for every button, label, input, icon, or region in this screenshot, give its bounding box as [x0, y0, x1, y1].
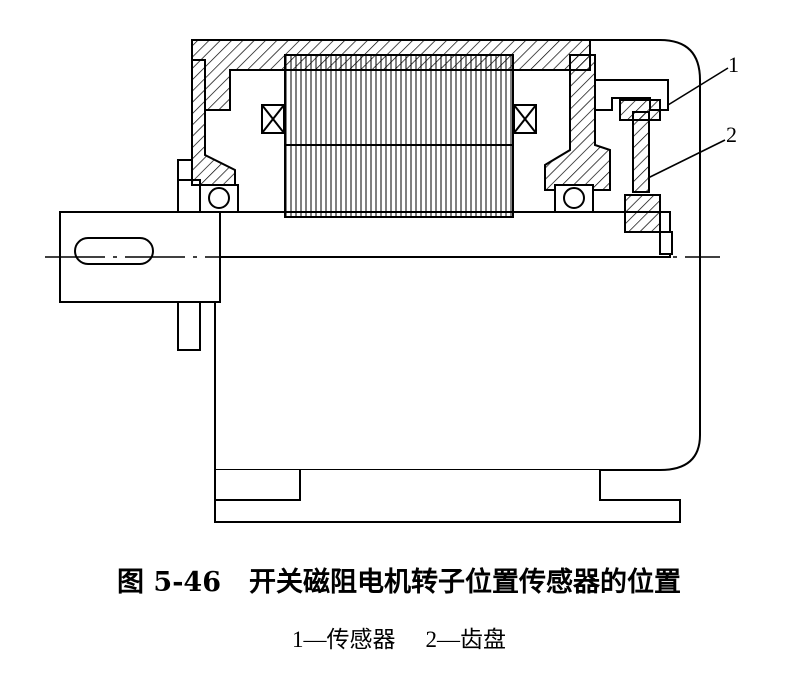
end-shield-left-hatched: [191, 59, 236, 186]
winding-left: [261, 104, 285, 134]
rotor-shaft: [219, 211, 671, 258]
figure-caption: 图 5-46 开关磁阻电机转子位置传感器的位置: [0, 560, 798, 599]
callout-1: 1: [728, 52, 739, 77]
leader-1: [667, 67, 729, 106]
bearing-left: [199, 184, 239, 213]
shaft-key: [74, 237, 154, 265]
motor-cross-section-diagram: 1 2: [45, 39, 739, 523]
legend-item-sensor: 1—传感器: [292, 627, 396, 652]
position-sensor: [594, 79, 669, 111]
winding-right: [513, 104, 537, 134]
motor-base: [214, 470, 681, 523]
rotor-core: [284, 144, 514, 218]
legend-item-toothed-disk: 2—齿盘: [425, 627, 507, 652]
figure-title: 开关磁阻电机转子位置传感器的位置: [248, 567, 681, 598]
bearing-right: [554, 184, 594, 213]
callout-2: 2: [726, 122, 737, 147]
stator-core: [284, 54, 514, 146]
toothed-disk: [632, 111, 650, 193]
leader-2: [647, 139, 726, 179]
figure-legend: 1—传感器 2—齿盘: [0, 620, 798, 654]
figure-number: 图 5-46: [117, 567, 221, 598]
